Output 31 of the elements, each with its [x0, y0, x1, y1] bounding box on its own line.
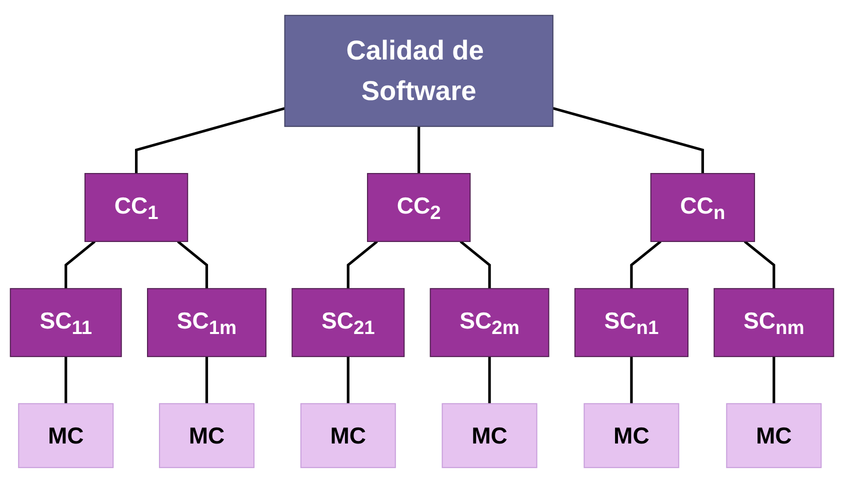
connector — [177, 240, 208, 289]
connector — [552, 107, 704, 174]
node-box: SC$_{2m}$ — [430, 288, 550, 358]
node-box: SC$_{11}$ — [10, 288, 122, 358]
node-box: CC$_{n}$ — [650, 173, 756, 242]
connector — [630, 240, 662, 289]
connector — [64, 240, 96, 289]
connector — [772, 356, 776, 404]
connector — [460, 240, 491, 289]
node-box: SC$_{21}$ — [292, 288, 405, 358]
node-box: CC$_{2}$ — [367, 173, 471, 242]
connector — [135, 107, 286, 174]
connector — [418, 126, 420, 174]
connector — [744, 240, 776, 289]
connector — [346, 356, 350, 404]
node-box: MC — [158, 403, 254, 468]
connector — [205, 356, 208, 404]
node-box: Calidad de Software — [284, 14, 554, 127]
node-box: CC$_{1}$ — [84, 173, 188, 242]
node-box: MC — [726, 403, 822, 468]
node-box: SC$_{1m}$ — [147, 288, 266, 358]
connector — [64, 356, 68, 404]
connector — [488, 356, 491, 404]
node-box: MC — [584, 403, 680, 468]
connector — [630, 356, 633, 404]
node-box: SC$_{n1}$ — [574, 288, 688, 358]
node-box: MC — [442, 403, 538, 468]
node-box: MC — [18, 403, 114, 468]
node-box: MC — [300, 403, 396, 468]
connector — [346, 240, 378, 289]
node-box: SC$_{nm}$ — [714, 288, 834, 358]
